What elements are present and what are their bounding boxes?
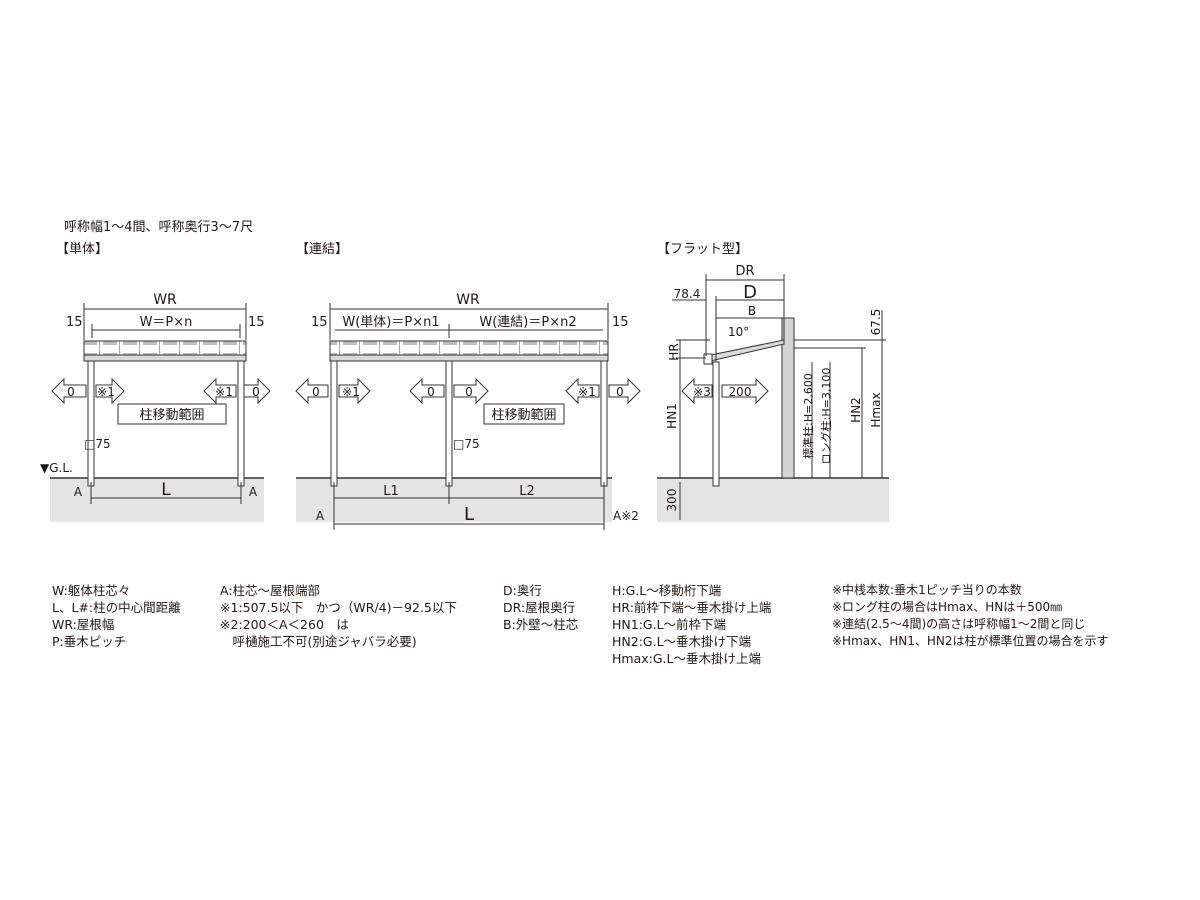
linked-panel-title: 【連結】 [296,242,349,257]
arrow-0-mid-left: 0 [427,385,435,399]
hr-label: HR [667,343,681,360]
w-linked-formula: W(連結)＝P×n2 [479,315,576,330]
post [712,361,720,487]
legend-item: ※Hmax、HN1、HN2は柱が標準位置の場合を示す [832,634,1109,648]
legend-item: D:奥行 [503,583,542,598]
roof [329,340,609,356]
dim-78-label: 78.4 [674,287,701,301]
roof [705,339,785,363]
post-right [600,360,608,487]
legend-item: H:G.L～移動桁下端 [612,583,722,598]
legend-item: 呼樋施工不可(別途ジャバラ必要) [220,634,417,649]
w-single-formula: W(単体)＝P×n1 [342,314,439,330]
arrow-0-left: 0 [312,385,320,399]
post-left [330,360,338,487]
legend-item: HR:前枠下端～垂木掛け上端 [612,600,772,615]
legend-col4: H:G.L～移動桁下端 HR:前枠下端～垂木掛け上端 HN1:G.L～前枠下端 … [612,582,771,667]
post-middle [445,360,453,487]
single-diagram: WR W＝P×n 15 15 0 ※1 ※1 0 柱移動範囲 □75 ▼G.L.… [40,292,271,522]
w-formula: W＝P×n [140,315,193,330]
legend-item: ※2:200＜A＜260 は [220,617,349,632]
arrow-0-right: 0 [252,385,260,399]
legend-item: L、L#:柱の中心間距離 [52,600,181,615]
dim-200-label: 200 [729,385,752,399]
arrow-note-right: ※1 [215,385,233,399]
legend-item: P:垂木ピッチ [52,634,127,649]
a-note-right: A※2 [613,509,639,523]
a-left: A [316,509,325,523]
edge-15-right: 15 [248,315,265,330]
dim-67-label: 67.5 [869,309,883,336]
hn1-label: HN1 [665,403,679,429]
arrow-0-mid-right: 0 [465,385,473,399]
hn2-label: HN2 [849,397,863,423]
angle-label: 10° [728,325,749,339]
post-size-label: □75 [453,437,480,451]
linked-diagram: WR W(単体)＝P×n1 W(連結)＝P×n2 15 15 0 ※1 0 0 … [295,292,641,530]
hmax-label: Hmax [869,392,883,427]
legend-item: HN2:G.L～垂木掛け下端 [612,634,752,649]
legend-item: ※ロング柱の場合はHmax、HNは＋500㎜ [832,600,1063,614]
legend-item: DR:屋根奥行 [503,600,576,615]
post-size-label: □75 [84,437,111,451]
post-left [87,360,95,487]
wr-label: WR [456,292,480,308]
single-panel-title: 【単体】 [56,242,109,257]
flat-diagram: DR D 78.4 B 10° HR HN1 300 ※3 200 67.5 H… [657,264,889,522]
note-3-label: ※3 [693,385,711,399]
ground [657,478,889,522]
l-label: L [161,480,171,500]
ground [50,478,264,522]
edge-15-left: 15 [311,315,328,330]
legend-item: ※1:507.5以下 かつ（WR/4)－92.5以下 [220,600,457,615]
std-post-label: 標準柱:H=2,600 [801,373,815,459]
a-left: A [74,485,83,499]
post-right [237,360,245,487]
edge-15-left: 15 [66,315,83,330]
legend-item: ※中桟本数:垂木1ピッチ当りの本数 [832,583,1022,597]
roof [83,340,247,356]
gl-label: ▼G.L. [40,461,73,475]
b-label: B [748,304,756,318]
dr-label: DR [735,264,754,279]
front-frame [83,354,247,362]
edge-15-right: 15 [612,315,629,330]
a-right: A [249,485,258,499]
arrow-0-left: 0 [67,385,75,399]
arrow-0-right: 0 [616,385,624,399]
legend-item: Hmax:G.L～垂木掛け上端 [612,651,761,666]
dim-300-label: 300 [665,489,679,512]
flat-panel-title: 【フラット型】 [657,242,749,257]
legend-item: HN1:G.L～前枠下端 [612,617,727,632]
caption: 呼称幅1～4間、呼称奥行3～7尺 [64,220,254,235]
d-label: D [743,282,757,303]
legend-item: B:外壁～柱芯 [503,617,579,632]
legend-item: WR:屋根幅 [52,617,115,632]
legend-col5: ※中桟本数:垂木1ピッチ当りの本数 ※ロング柱の場合はHmax、HNは＋500㎜… [832,582,1109,650]
legend-col3: D:奥行 DR:屋根奥行 B:外壁～柱芯 [503,582,578,633]
arrow-note-left: ※1 [342,385,360,399]
legend-col2: A:柱芯～屋根端部 ※1:507.5以下 かつ（WR/4)－92.5以下 ※2:… [220,582,457,650]
l2-label: L2 [519,484,535,499]
legend-col1: W:躯体柱芯々 L、L#:柱の中心間距離 WR:屋根幅 P:垂木ピッチ [52,582,181,650]
front-frame [329,354,609,362]
l-label: L [464,504,474,525]
arrow-note-right: ※1 [578,385,596,399]
ground [296,478,612,522]
post-range-label: 柱移動範囲 [491,408,556,423]
legend-item: ※連結(2.5～4間)の高さは呼称幅1～2間と同じ [832,617,1086,631]
long-post-label: ロング柱:H=3,100 [819,368,833,465]
arrow-note-left: ※1 [97,385,115,399]
legend-item: W:躯体柱芯々 [52,583,131,598]
wr-label: WR [153,292,177,308]
legend-item: A:柱芯～屋根端部 [220,583,321,598]
l1-label: L1 [383,484,399,499]
post-range-label: 柱移動範囲 [139,408,204,423]
wall [781,317,795,479]
